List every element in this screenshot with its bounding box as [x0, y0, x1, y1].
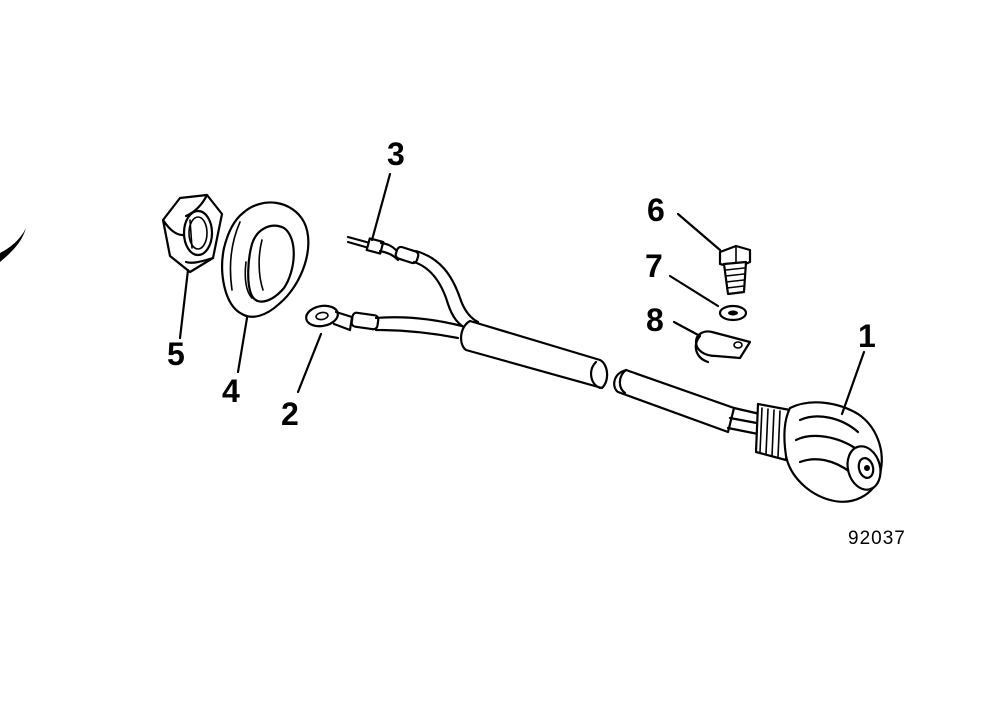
- leader-line-2: [296, 332, 323, 394]
- wire-harness: [305, 235, 609, 390]
- leader-line-5: [178, 268, 190, 340]
- callout-4: 4: [222, 373, 240, 409]
- leader-line-1: [840, 350, 866, 416]
- leader-line-4: [236, 316, 249, 374]
- hex-nut-part: [161, 193, 224, 274]
- cable-and-switch: [613, 368, 883, 503]
- callout-2: 2: [281, 396, 299, 432]
- figure-number: 92037: [848, 528, 906, 549]
- callout-7: 7: [645, 248, 663, 284]
- edge-fragment: [0, 228, 26, 262]
- leader-line-6: [676, 212, 722, 252]
- clamp-part: [694, 330, 752, 364]
- callout-3: 3: [387, 136, 405, 172]
- callout-1: 1: [858, 318, 876, 354]
- grommet-part: [221, 201, 310, 318]
- leader-line-8: [672, 320, 702, 338]
- bolt-part: [718, 244, 752, 296]
- leader-line-3: [370, 172, 392, 242]
- washer-part: [718, 304, 748, 322]
- callout-8: 8: [646, 302, 664, 338]
- leader-line-7: [668, 274, 720, 308]
- callout-6: 6: [647, 192, 665, 228]
- callout-5: 5: [167, 336, 185, 372]
